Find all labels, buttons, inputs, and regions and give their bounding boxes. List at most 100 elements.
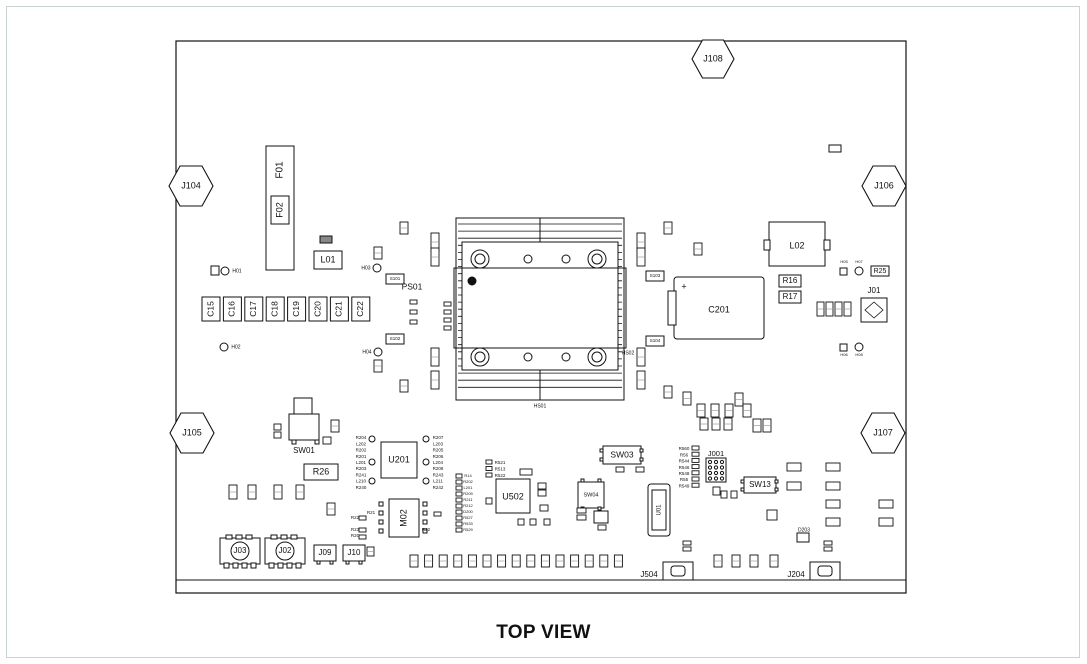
smd-part (691, 470, 700, 476)
smd-part (537, 489, 547, 497)
pin1-marker (467, 276, 477, 286)
fuse-f02 (270, 195, 290, 225)
j001-left-label: R55 (680, 477, 689, 482)
connector-j10-label: J10 (348, 548, 361, 557)
fuse-f01-label: F01 (275, 161, 286, 179)
via (561, 254, 571, 264)
capacitor-label: C19 (291, 301, 301, 317)
capacitor (222, 296, 242, 322)
u201-left-label: R203 (356, 466, 367, 471)
smd-part (786, 481, 802, 491)
u201-left-label: L210 (356, 479, 367, 484)
connector-j09 (313, 544, 337, 562)
hole-h06-label: H06 (840, 352, 848, 357)
connector-pin (707, 465, 713, 470)
misc-label: R527 (463, 515, 473, 520)
capacitor (287, 296, 307, 322)
connector-pin (719, 459, 725, 465)
smd-part (443, 317, 452, 323)
connector-pin (270, 534, 278, 540)
u201-right-label: L204 (433, 460, 444, 465)
smd-part (576, 507, 587, 514)
smd-part (682, 546, 692, 552)
capacitor-label: C15 (205, 301, 215, 317)
hole-h02-label: H02 (231, 344, 240, 350)
capacitor (265, 296, 285, 322)
smd-part (455, 521, 463, 527)
misc-label: R22 (351, 515, 360, 520)
capacitor-c201-label: C201 (708, 304, 730, 314)
figure-caption: TOP VIEW (496, 622, 591, 643)
connector-j01-mark (864, 301, 884, 319)
smd-part (455, 485, 463, 491)
connector-pin (707, 470, 713, 476)
smd-part (273, 431, 282, 439)
u201-left-label: R240 (356, 485, 367, 490)
hole-h01 (220, 266, 230, 276)
smd-part (455, 515, 463, 521)
u502-top-label: R513 (495, 467, 506, 472)
connector-pin (280, 534, 288, 540)
u201-right-label: L211 (433, 479, 443, 484)
connector-pin (345, 560, 350, 565)
connector-pin (277, 562, 284, 569)
hole-h03-label: H03 (361, 265, 370, 271)
connector-j02-label: J02 (279, 546, 292, 555)
smd-part (485, 497, 493, 505)
inductor-pad (422, 458, 430, 466)
connector-pin (290, 534, 298, 540)
connector-pin (707, 459, 713, 465)
hole-h04 (373, 347, 383, 357)
hole-h03 (372, 263, 382, 273)
resistor-r17 (778, 290, 802, 304)
module-pin (378, 519, 384, 525)
connector-pin (316, 560, 321, 565)
connector-pin (241, 562, 248, 569)
j001-left-label: R546 (679, 465, 690, 470)
capacitor-label: C20 (312, 301, 322, 317)
smd-part (537, 482, 547, 490)
j001-left-label: R548 (679, 471, 690, 476)
connector-pin (719, 465, 725, 470)
misc-label: R212 (463, 503, 473, 508)
connector-j02-ring (275, 541, 295, 561)
switch-sw01-actuator (293, 397, 313, 417)
connector-pin (329, 560, 334, 565)
capacitor-label: C21 (334, 301, 344, 317)
u502-top-label: R522 (495, 473, 506, 478)
resistor-r25-label: R25 (874, 268, 887, 275)
inductor-pad (368, 458, 376, 466)
inductor-pad (368, 435, 376, 443)
smd-part (825, 499, 841, 509)
connector-pin (713, 470, 719, 476)
connector-j03-ring (230, 541, 250, 561)
misc-label: R529 (463, 527, 473, 532)
u201-left-label: R202 (356, 448, 367, 453)
misc-label: R22 (422, 527, 431, 532)
connector-j001-label: J001 (708, 449, 724, 458)
smd-part (443, 309, 452, 315)
switch-pin (774, 479, 779, 484)
switch-pin (774, 487, 779, 492)
switch-pin (639, 457, 644, 462)
smd-part (455, 491, 463, 497)
mounting-hole-j107 (860, 412, 906, 454)
smd-part (635, 466, 645, 473)
hole-h02 (219, 342, 229, 352)
misc-label: R209 (463, 491, 473, 496)
connector-pin (286, 562, 293, 569)
mounting-hole-j105 (169, 412, 215, 454)
connector-pin (713, 465, 719, 470)
smd-part (485, 466, 493, 471)
diode-d203 (796, 532, 810, 543)
inductor-pad (422, 435, 430, 443)
switch-pin (291, 439, 297, 445)
connector-j10 (342, 544, 366, 562)
smd-part (443, 325, 452, 331)
switch-pin (639, 448, 644, 453)
connector-j504-port (670, 565, 686, 577)
switch-s102 (385, 333, 405, 345)
smd-part (485, 459, 493, 465)
connector-pin (250, 562, 257, 569)
